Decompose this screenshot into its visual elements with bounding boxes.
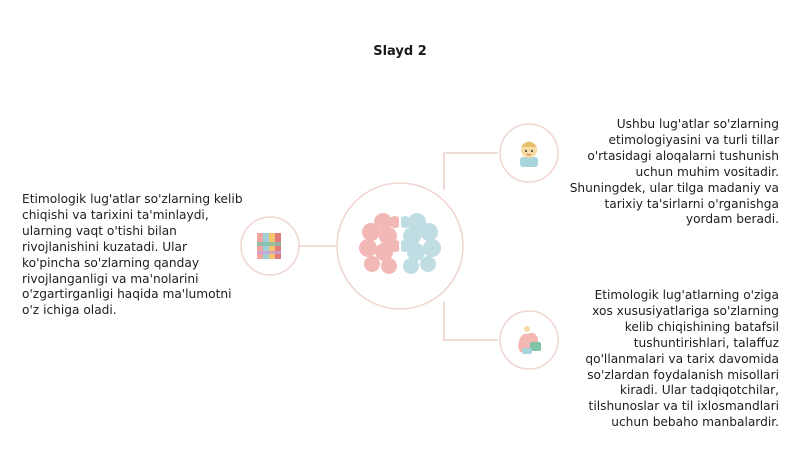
connector-lines	[299, 152, 498, 341]
left-node	[240, 216, 300, 276]
connector-bottom-right	[443, 302, 498, 341]
brain-icon	[359, 212, 441, 278]
hand-holding-icon	[518, 326, 541, 354]
top-right-paragraph: Ushbu lug'atlar so'zlarning etimologiyas…	[569, 117, 779, 227]
connector-top-right	[443, 152, 498, 190]
left-paragraph: Etimologik lug'atlar so'zlarning kelib c…	[22, 192, 243, 318]
colorful-books-icon	[257, 233, 281, 259]
top-right-node	[499, 123, 559, 183]
bottom-right-paragraph: Etimologik lug'atlarning o'ziga xos xusu…	[585, 288, 779, 430]
center-node	[336, 182, 464, 310]
bottom-right-node	[499, 310, 559, 370]
slide-title: Slayd 2	[373, 44, 427, 59]
person-face-icon	[520, 141, 538, 167]
